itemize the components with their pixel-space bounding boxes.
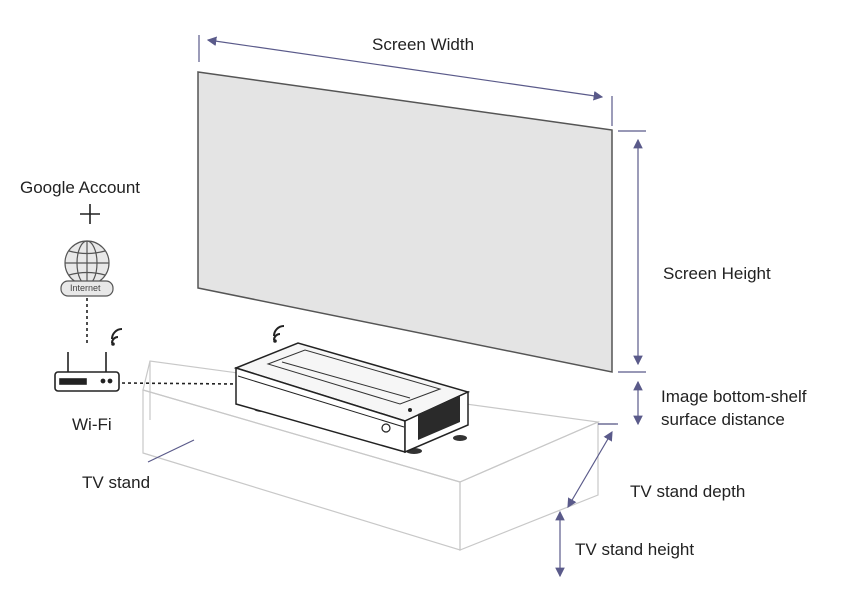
router-projector-connection [121,382,237,385]
router-wifi-signal-icon [111,328,123,346]
image-bottom-shelf-label-line2: surface distance [661,410,785,429]
router-icon [54,352,120,392]
internet-label: Internet [70,283,101,293]
screen-width-label: Screen Width [372,35,475,54]
projector-vent [418,396,460,440]
screen-height-label: Screen Height [663,264,771,283]
tv-stand-depth-dimension [567,423,618,509]
globe-icon [60,240,114,297]
google-account-label: Google Account [20,178,141,197]
tv-stand-height-label: TV stand height [575,540,695,559]
projector [233,342,471,454]
tv-stand-depth-label: TV stand depth [630,482,746,501]
screen-height-dimension [618,130,646,373]
projection-screen [197,71,613,373]
tv-stand-label: TV stand [82,473,151,492]
tv-stand-side [459,421,599,551]
wifi-signal-icon [273,325,285,343]
tv-stand-leader [147,439,195,463]
screen-width-dimension [198,35,613,126]
wifi-label: Wi-Fi [72,415,112,434]
image-bottom-shelf-label-line1: Image bottom-shelf [661,387,807,406]
plus-icon [80,204,100,224]
